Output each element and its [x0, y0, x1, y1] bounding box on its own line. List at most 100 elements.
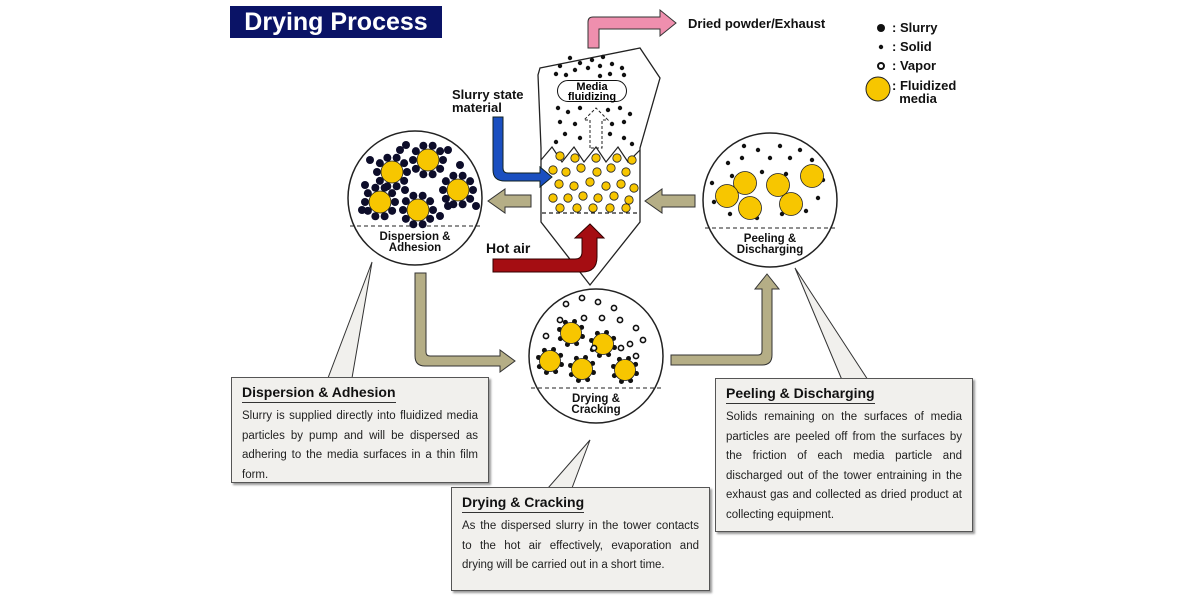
solid-particle: [619, 65, 625, 71]
info-box-peeling: Peeling & Discharging Solids remaining o…: [715, 378, 973, 532]
solid-particle: [759, 169, 765, 175]
slurry-particle: [401, 186, 409, 194]
slurry-particle: [458, 171, 467, 180]
media-fluidizing-line: Media: [576, 81, 608, 93]
solid-particle: [607, 71, 613, 77]
hot-air-label: Hot air: [486, 240, 531, 256]
solid-particle: [777, 143, 783, 149]
media-particle: [591, 153, 601, 163]
slurry-particle: [400, 159, 409, 168]
solid-particle: [553, 139, 559, 145]
solid-particle: [555, 105, 561, 111]
slurry-particle: [409, 220, 418, 229]
legend-media-icon: [865, 76, 891, 102]
solid-particle: [741, 143, 747, 149]
media-particle: [571, 358, 593, 380]
solid-particle: [787, 155, 793, 161]
page-title: Drying Process: [230, 6, 442, 38]
slurry-particle: [392, 153, 401, 162]
solid-particle: [565, 109, 571, 115]
slurry-particle: [409, 156, 417, 164]
info-title-drying: Drying & Cracking: [462, 494, 585, 513]
slurry-particle: [466, 194, 475, 203]
media-particle: [606, 163, 616, 173]
slurry-particle: [444, 202, 452, 210]
solid-particle: [557, 119, 563, 125]
media-particle: [539, 350, 561, 372]
slurry-particle: [371, 212, 380, 221]
slurry-particle: [403, 168, 411, 176]
legend-slurry-icon: [877, 24, 885, 32]
dryer-tower: [537, 47, 661, 287]
vapor-particle: [598, 314, 606, 322]
media-particle: [578, 191, 588, 201]
exhaust-arrow: [587, 8, 677, 49]
slurry-particle: [456, 161, 464, 169]
slurry-particle: [439, 156, 447, 164]
slurry-particle: [361, 181, 369, 189]
vapor-particle: [542, 332, 550, 340]
info-box-drying: Drying & Cracking As the dispersed slurr…: [451, 487, 710, 591]
slurry-particle: [371, 183, 380, 192]
stage-circle-drying: [528, 288, 664, 424]
arrow-dispersion-to-drying: [414, 272, 516, 373]
solid-particle: [709, 180, 715, 186]
media-particle: [612, 153, 622, 163]
solid-particle: [729, 173, 735, 179]
vapor-particle: [610, 304, 618, 312]
slurry-particle: [466, 177, 475, 186]
slurry-particle: [419, 170, 428, 179]
slurry-particle: [402, 141, 410, 149]
slurry-particle: [399, 206, 407, 214]
solid-particle: [815, 195, 821, 201]
solid-particle: [567, 55, 573, 61]
solid-particle: [562, 131, 568, 137]
media-particle: [572, 203, 582, 213]
media-particle: [570, 153, 580, 163]
vapor-particle: [594, 298, 602, 306]
slurry-particle: [366, 156, 374, 164]
slurry-particle: [400, 176, 409, 185]
solid-particle: [605, 107, 611, 113]
arrow-peeling-to-tower: [644, 188, 696, 214]
legend-solid: : Solid: [892, 40, 932, 53]
slurry-particle: [409, 191, 418, 200]
slurry-particle: [380, 183, 389, 192]
slurry-particle: [391, 198, 399, 206]
circle-label-drying: Drying & Cracking: [551, 393, 641, 416]
media-particle: [585, 177, 595, 187]
vapor-particle: [616, 316, 624, 324]
slurry-particle: [441, 194, 450, 203]
slurry-particle: [436, 212, 444, 220]
media-particle: [627, 155, 637, 165]
solid-particle: [572, 67, 578, 73]
slurry-particle: [375, 176, 384, 185]
info-body-drying: As the dispersed slurry in the tower con…: [462, 520, 699, 571]
slurry-particle: [436, 164, 445, 173]
solid-particle: [779, 211, 785, 217]
slurry-particle: [428, 141, 437, 150]
media-particle: [592, 333, 614, 355]
slurry-particle: [469, 186, 477, 194]
media-particle: [555, 203, 565, 213]
vapor-particle: [626, 340, 634, 348]
solid-particle: [609, 121, 615, 127]
slurry-particle: [444, 146, 452, 154]
solid-particle: [597, 73, 603, 79]
circle-label-line: Drying &: [572, 393, 620, 405]
fluidizing-up-arrow: [582, 107, 610, 149]
slurry-particle: [373, 168, 381, 176]
arrow-tower-to-dispersion: [487, 188, 532, 214]
solid-particle: [621, 135, 627, 141]
media-particle: [548, 165, 558, 175]
legend-vapor: : Vapor: [892, 59, 936, 72]
media-particle: [563, 193, 573, 203]
slurry-particle: [472, 202, 480, 210]
solid-particle: [803, 208, 809, 214]
slurry-particle: [418, 191, 427, 200]
solid-particle: [585, 65, 591, 71]
slurry-particle: [449, 171, 458, 180]
legend-vapor-icon: [877, 62, 885, 70]
slurry-input-label-line: Slurry state: [452, 87, 524, 102]
